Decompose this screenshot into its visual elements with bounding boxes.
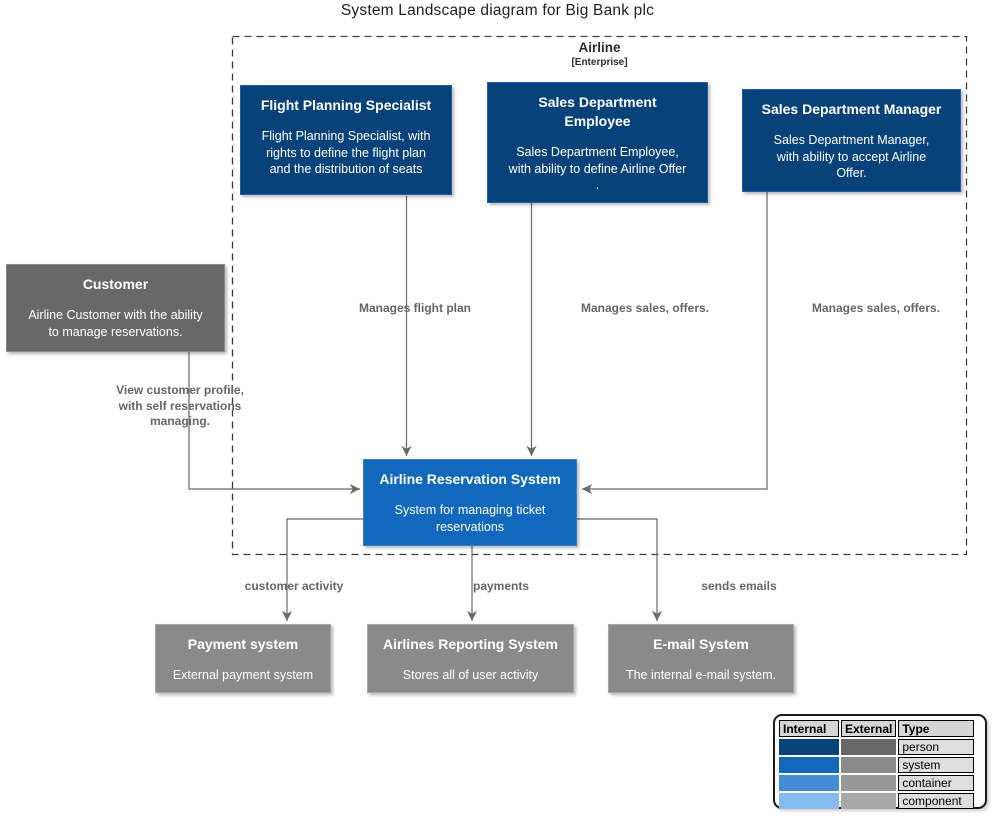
legend-swatch-system-external xyxy=(841,757,897,773)
legend-type-component: component xyxy=(898,793,975,809)
legend-swatch-component-external xyxy=(841,793,897,809)
node-title: E-mail System xyxy=(653,636,749,652)
boundary-type: [Enterprise] xyxy=(571,57,628,68)
legend-type-person: person xyxy=(898,739,975,755)
legend-swatch-container-internal xyxy=(779,775,839,791)
node-airline-reservation-system: Airline Reservation System System for ma… xyxy=(363,459,577,546)
node-desc: The internal e-mail system. xyxy=(625,668,777,682)
node-email-system: E-mail System The internal e-mail system… xyxy=(608,624,794,693)
node-payment-system: Payment system External payment system xyxy=(155,624,331,693)
legend-header-type: Type xyxy=(898,720,975,737)
edge-label-customer-activity: customer activity xyxy=(244,579,344,593)
legend-type-system: system xyxy=(898,757,975,773)
node-desc: Airline Customer with the ability to man… xyxy=(28,308,203,339)
edge-label-sends-emails: sends emails xyxy=(701,579,777,593)
edge-label-payments: payments xyxy=(472,579,530,593)
legend-swatch-container-external xyxy=(841,775,897,791)
node-title: Customer xyxy=(82,276,149,292)
node-title: Payment system xyxy=(187,636,299,652)
node-airlines-reporting-system: Airlines Reporting System Stores all of … xyxy=(367,624,574,693)
edge-label-manages-flight-plan: Manages flight plan xyxy=(358,301,472,315)
node-title: Sales Department Manager xyxy=(761,101,942,117)
legend-header-internal: Internal xyxy=(779,720,839,737)
legend-table: Internal External Type person system con… xyxy=(777,718,976,811)
node-title: Flight Planning Specialist xyxy=(260,97,432,113)
node-title: Airline Reservation System xyxy=(379,471,561,487)
legend: Internal External Type person system con… xyxy=(773,714,987,809)
edge-label-view-customer-profile: View customer profile, with self reserva… xyxy=(116,383,244,428)
node-flight-planning-specialist: Flight Planning Specialist Flight Planni… xyxy=(240,85,452,195)
node-sales-department-employee: Sales Department Employee Sales Departme… xyxy=(487,82,708,203)
edge-sales-manager-to-ars xyxy=(582,192,768,495)
node-desc: Flight Planning Specialist, with rights … xyxy=(261,129,431,176)
node-desc: Stores all of user activity xyxy=(402,668,539,682)
node-desc: System for managing ticket reservations xyxy=(394,503,546,534)
node-title: Sales Department Employee xyxy=(538,94,657,129)
edge-label-manages-sales-offers-2: Manages sales, offers. xyxy=(811,301,941,315)
node-title: Airlines Reporting System xyxy=(382,636,559,652)
legend-swatch-person-internal xyxy=(779,739,839,755)
legend-swatch-person-external xyxy=(841,739,897,755)
edge-ars-to-payment xyxy=(281,518,363,621)
edge-ars-to-email xyxy=(577,518,663,621)
edge-label-manages-sales-offers-1: Manages sales, offers. xyxy=(580,301,710,315)
legend-type-container: container xyxy=(898,775,975,791)
node-sales-department-manager: Sales Department Manager Sales Departmen… xyxy=(742,89,961,192)
node-desc: Sales Department Manager, with ability t… xyxy=(773,133,930,180)
boundary-name: Airline xyxy=(578,40,621,55)
node-desc: External payment system xyxy=(172,668,314,682)
legend-swatch-system-internal xyxy=(779,757,839,773)
node-customer: Customer Airline Customer with the abili… xyxy=(6,264,225,352)
diagram-title: System Landscape diagram for Big Bank pl… xyxy=(340,2,655,19)
legend-header-external: External xyxy=(841,720,897,737)
legend-swatch-component-internal xyxy=(779,793,839,809)
node-desc: Sales Department Employee, with ability … xyxy=(508,145,687,192)
